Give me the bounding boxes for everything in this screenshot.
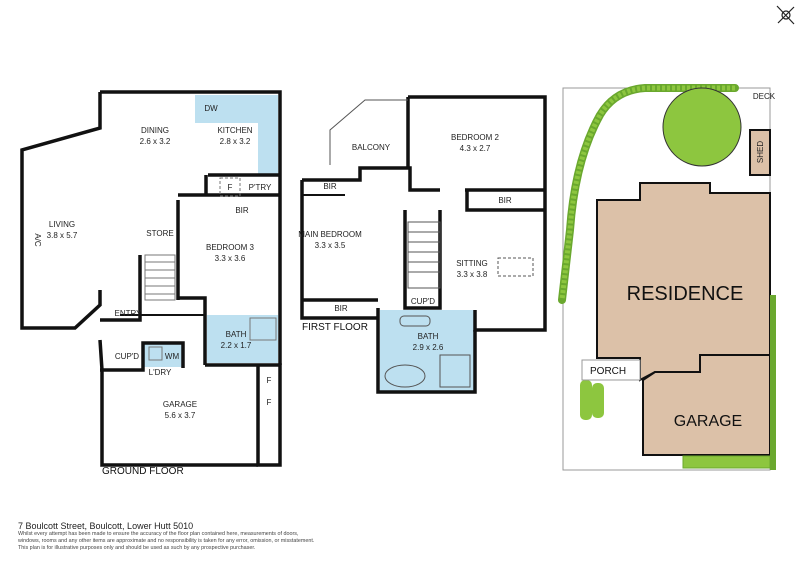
porch-label: PORCH: [590, 366, 626, 377]
cupboard-f-label: F: [267, 398, 272, 407]
cupboard-label: CUP'D: [115, 352, 139, 361]
first-floor-plan: [300, 95, 547, 394]
bir-label: BIR: [498, 196, 512, 205]
dishwasher-label: DW: [204, 104, 218, 113]
shed: [749, 129, 771, 176]
site-plan: [558, 84, 776, 471]
fridge-label: F: [228, 183, 233, 192]
disclaimer-line: windows, rooms and any other items are a…: [18, 538, 315, 544]
ac-label: A/C: [33, 233, 42, 247]
garage-label: GARAGE: [674, 413, 742, 430]
property-address: 7 Boulcott Street, Boulcott, Lower Hutt …: [18, 521, 194, 531]
ground-floor-plan: [20, 90, 282, 467]
disclaimer-line: Whilst every attempt has been made to en…: [18, 531, 299, 537]
bir-label: BIR: [334, 304, 348, 313]
shed-label: SHED: [756, 141, 765, 163]
balcony-label: BALCONY: [352, 143, 391, 152]
bir-label: BIR: [235, 206, 249, 215]
first-floor-title: FIRST FLOOR: [302, 322, 368, 333]
cupboard-f-label: F: [267, 376, 272, 385]
deck-label: DECK: [753, 92, 776, 101]
garage-building: [642, 354, 771, 456]
residence-label: RESIDENCE: [627, 283, 744, 305]
bir-label: BIR: [323, 182, 337, 191]
disclaimer-line: This plan is for illustrative purposes o…: [18, 545, 256, 551]
footer: 7 Boulcott Street, Boulcott, Lower Hutt …: [18, 521, 314, 552]
cupboard-label: CUP'D: [411, 297, 435, 306]
residence: [596, 182, 771, 382]
entry-label: ENTRY: [115, 309, 143, 318]
north-arrow-icon: [776, 5, 795, 25]
ground-floor-title: GROUND FLOOR: [102, 466, 184, 477]
washing-machine-label: WM: [165, 352, 180, 361]
store-label: STORE: [146, 229, 173, 238]
lawn-circle: [662, 87, 742, 167]
pantry-label: P'TRY: [249, 183, 272, 192]
laundry-label: L'DRY: [149, 368, 172, 377]
